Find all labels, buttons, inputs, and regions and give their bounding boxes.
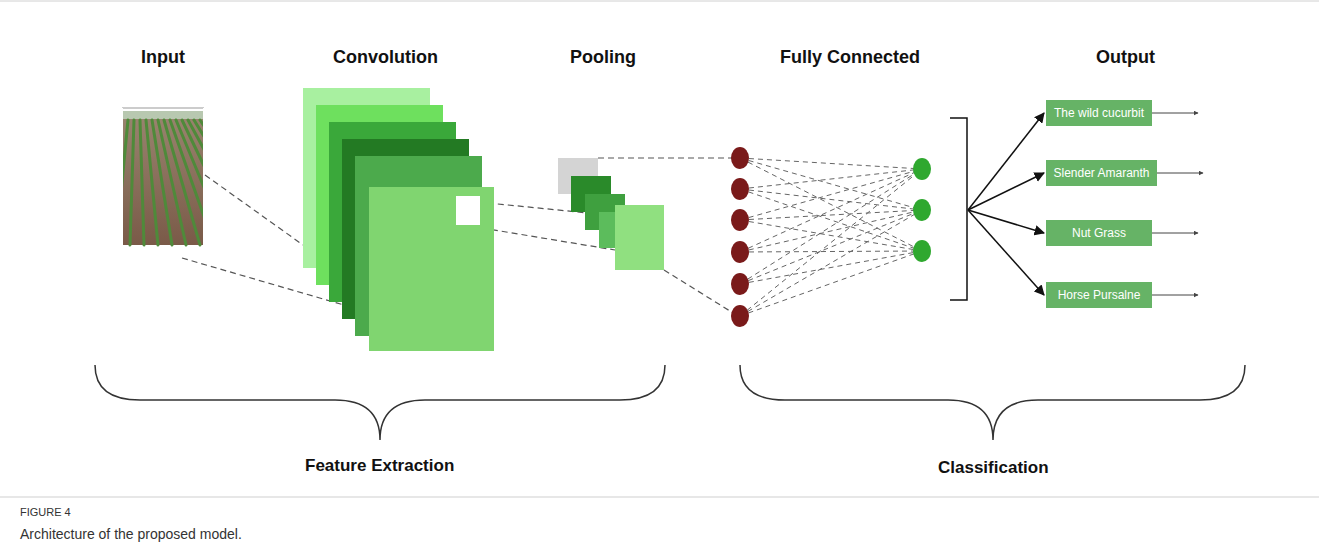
section-label: Feature Extraction [305,456,454,476]
output-arrow [1152,113,1198,114]
figure-caption: Architecture of the proposed model. [20,526,242,542]
output-bracket [950,118,967,300]
class-box: Nut Grass [1046,220,1152,246]
output-arrow [1152,295,1198,296]
stage-heading: Convolution [333,47,438,68]
class-name: Slender Amaranth [1053,166,1149,180]
brace [95,365,665,440]
field-photo [100,108,303,248]
class-arrow [968,210,1044,233]
dense-connections [740,158,922,316]
stage-heading: Input [141,47,185,68]
class-box: The wild cucurbit [1046,100,1152,126]
convolution-layers [303,88,494,351]
brace [740,365,1245,440]
class-box: Horse Pursalne [1046,282,1152,308]
output-arrow [1152,233,1198,234]
output-arrow [1157,173,1203,174]
stage-heading: Output [1096,47,1155,68]
class-box: Slender Amaranth [1046,160,1157,186]
stage-heading: Fully Connected [780,47,920,68]
figure-number: FIGURE 4 [20,506,71,518]
class-arrow [968,113,1044,210]
class-name: Horse Pursalne [1058,288,1141,302]
class-arrow [968,173,1044,210]
input-neurons [731,147,749,327]
stage-heading: Pooling [570,47,636,68]
class-name: The wild cucurbit [1054,106,1144,120]
pooling-layers [558,158,664,270]
output-neurons [913,158,931,262]
section-label: Classification [938,458,1049,478]
class-arrow [968,210,1044,295]
class-name: Nut Grass [1072,226,1126,240]
